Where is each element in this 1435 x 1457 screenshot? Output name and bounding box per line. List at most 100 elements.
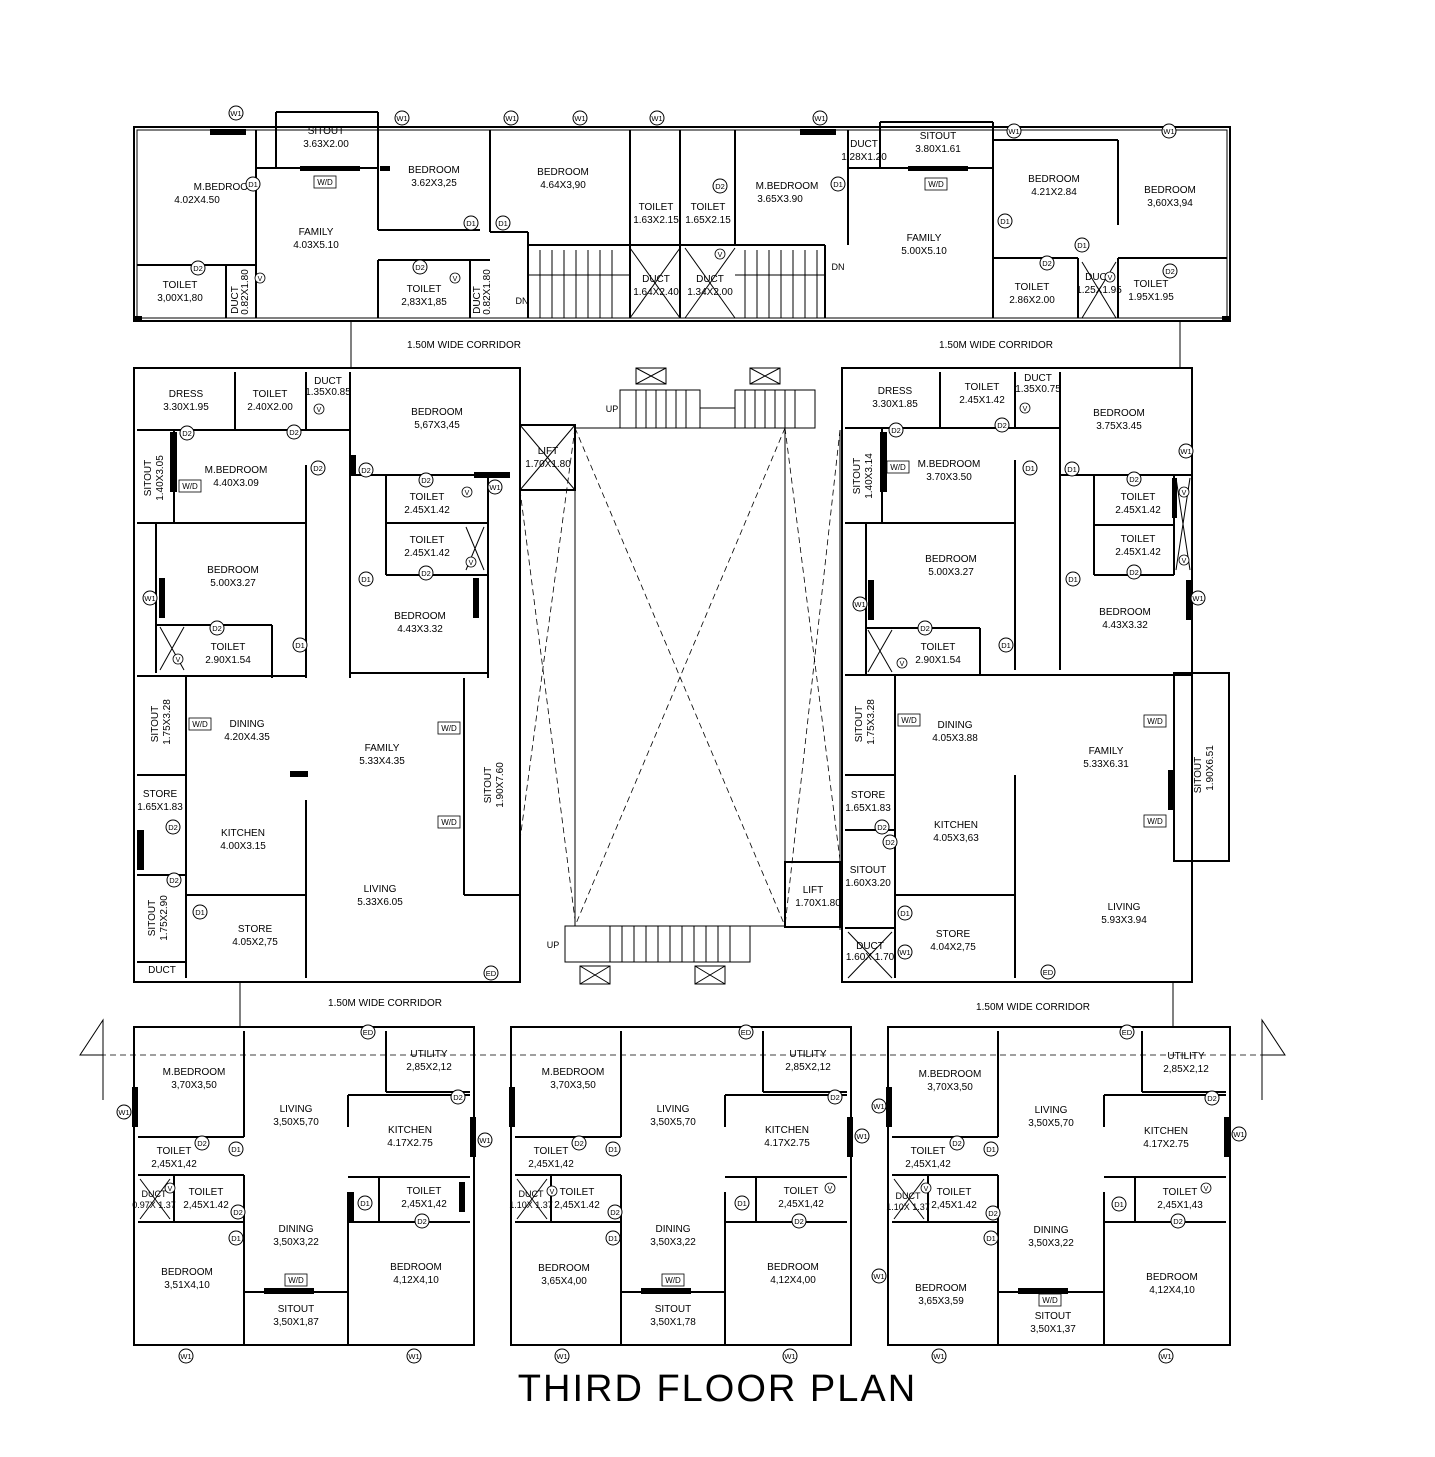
- room-size: 4.17X2.75: [1143, 1139, 1189, 1150]
- room-name: TOILET: [639, 202, 674, 213]
- ventilator-tag-icon: [714, 248, 726, 260]
- room-size: 1.65X2.15: [685, 215, 731, 226]
- room-size: 3,70X3,50: [171, 1080, 217, 1091]
- room-size: 2.86X2.00: [1009, 295, 1055, 306]
- room-size: 1.10X 1.37: [886, 1202, 930, 1212]
- opening-tag-label: D1: [1067, 465, 1077, 474]
- room-size: 1.35X0.75: [1015, 384, 1061, 395]
- room-name: TOILET: [407, 284, 442, 295]
- ventilator-tag-label: V: [1204, 1186, 1209, 1193]
- room-name: TOILET: [157, 1146, 192, 1157]
- opening-tag-label: D2: [417, 1217, 427, 1226]
- opening-tag-label: W1: [854, 600, 865, 609]
- opening-tag-label: D2: [715, 182, 725, 191]
- door-tag-icon: [791, 1213, 807, 1229]
- ventilator-tag-label: V: [317, 407, 322, 414]
- room-size: 4.05X2,75: [232, 937, 278, 948]
- opening-tag-label: D1: [1068, 575, 1078, 584]
- room-name: LIVING: [1035, 1105, 1068, 1116]
- door-tag-icon: [1162, 263, 1178, 279]
- room-name: BEDROOM: [394, 611, 446, 622]
- room-name: BEDROOM: [1093, 408, 1145, 419]
- wardrobe-tag-label: W/D: [441, 818, 457, 827]
- door-tag-icon: [1204, 1090, 1220, 1106]
- room-name: TOILET: [691, 202, 726, 213]
- opening-tag-label: W1: [479, 1136, 490, 1145]
- room-name: BEDROOM: [925, 554, 977, 565]
- room-size: 3,50X1,37: [1030, 1324, 1076, 1335]
- room-name: STORE: [143, 789, 178, 800]
- room-name: M.BEDROOM: [756, 181, 819, 192]
- room-name: TOILET: [784, 1186, 819, 1197]
- room-name: SITOUT: [278, 1304, 314, 1315]
- room-name: DUCT: [148, 965, 176, 976]
- door-tag-icon: [985, 1205, 1001, 1221]
- entry-door-tag-icon: [1119, 1024, 1135, 1040]
- opening-tag-label: W1: [396, 114, 407, 123]
- opening-tag-label: D2: [182, 429, 192, 438]
- right-wing: DRESS 3.30X1.85 TOILET 2.45X1.42 DUCT 1.…: [841, 367, 1230, 983]
- room-name: TOILET: [253, 389, 288, 400]
- door-tag-icon: [1039, 255, 1055, 271]
- room-name: M.BEDROOM: [918, 459, 981, 470]
- door-tag-icon: [1074, 237, 1090, 253]
- ventilator-tag-icon: [254, 272, 266, 284]
- window-tag-icon: [852, 596, 868, 612]
- ventilator-tag-icon: [172, 653, 184, 665]
- room-name: SITOUT: [655, 1304, 691, 1315]
- room-size: 5.33X6.05: [357, 897, 403, 908]
- lift-size: 1.70X1.80: [795, 898, 841, 909]
- ventilator-tag-icon: [896, 657, 908, 669]
- wardrobe-tag-icon: [437, 721, 461, 735]
- room-size: 3,50X1,78: [650, 1317, 696, 1328]
- room-size: 4.64X3,90: [540, 180, 586, 191]
- room-name: SITOUT: [854, 706, 865, 742]
- door-tag-icon: [888, 422, 904, 438]
- wardrobe-tag-icon: [1143, 714, 1167, 728]
- opening-tag-label: W1: [651, 114, 662, 123]
- room-name: DINING: [279, 1224, 314, 1235]
- room-name: BEDROOM: [538, 1263, 590, 1274]
- window-tag-icon: [554, 1348, 570, 1364]
- opening-tag-label: D2: [415, 263, 425, 272]
- entry-door-tag-icon: [1040, 964, 1056, 980]
- room-name: UTILITY: [789, 1049, 827, 1060]
- room-size: 3.30X1.95: [163, 402, 209, 413]
- opening-tag-label: ED: [363, 1028, 374, 1037]
- room-size: 2,83X1,85: [401, 297, 447, 308]
- door-tag-icon: [310, 460, 326, 476]
- room-size: 2,45X1.42: [183, 1200, 229, 1211]
- door-tag-icon: [228, 1141, 244, 1157]
- opening-tag-label: W1: [814, 114, 825, 123]
- ventilator-tag-icon: [546, 1185, 558, 1197]
- opening-tag-label: ED: [1043, 968, 1054, 977]
- opening-tag-label: D2: [1129, 475, 1139, 484]
- top-wing: M.BEDROOM 4.02X4.50 SITOUT 3.63X2.00 FAM…: [133, 111, 1231, 322]
- opening-tag-label: D1: [986, 1234, 996, 1243]
- room-size: 3,50X3,22: [650, 1237, 696, 1248]
- room-name: DRESS: [169, 389, 204, 400]
- ventilator-tag-icon: [1104, 271, 1116, 283]
- room-name: TOILET: [534, 1146, 569, 1157]
- room-size: 1.40X3.05: [155, 455, 166, 501]
- opening-tag-label: D1: [737, 1199, 747, 1208]
- room-size: 2.90X1.54: [915, 655, 961, 666]
- ventilator-tag-label: V: [1182, 490, 1187, 497]
- opening-tag-label: D1: [295, 641, 305, 650]
- opening-tag-label: D2: [168, 823, 178, 832]
- room-name: BEDROOM: [915, 1283, 967, 1294]
- room-name: DUCT: [856, 941, 884, 952]
- room-name: BEDROOM: [1099, 607, 1151, 618]
- window-tag-icon: [178, 1348, 194, 1364]
- door-tag-icon: [450, 1089, 466, 1105]
- entry-door-tag-icon: [483, 965, 499, 981]
- window-tag-icon: [871, 1268, 887, 1284]
- door-tag-icon: [1126, 564, 1142, 580]
- wardrobe-tag-label: W/D: [441, 724, 457, 733]
- opening-tag-label: W1: [118, 1108, 129, 1117]
- room-size: 1.60X 1.70: [846, 952, 895, 963]
- window-tag-icon: [477, 1132, 493, 1148]
- door-tag-icon: [358, 462, 374, 478]
- room-size: 2,45X1,42: [778, 1199, 824, 1210]
- room-size: 2.45X1.42: [1115, 505, 1161, 516]
